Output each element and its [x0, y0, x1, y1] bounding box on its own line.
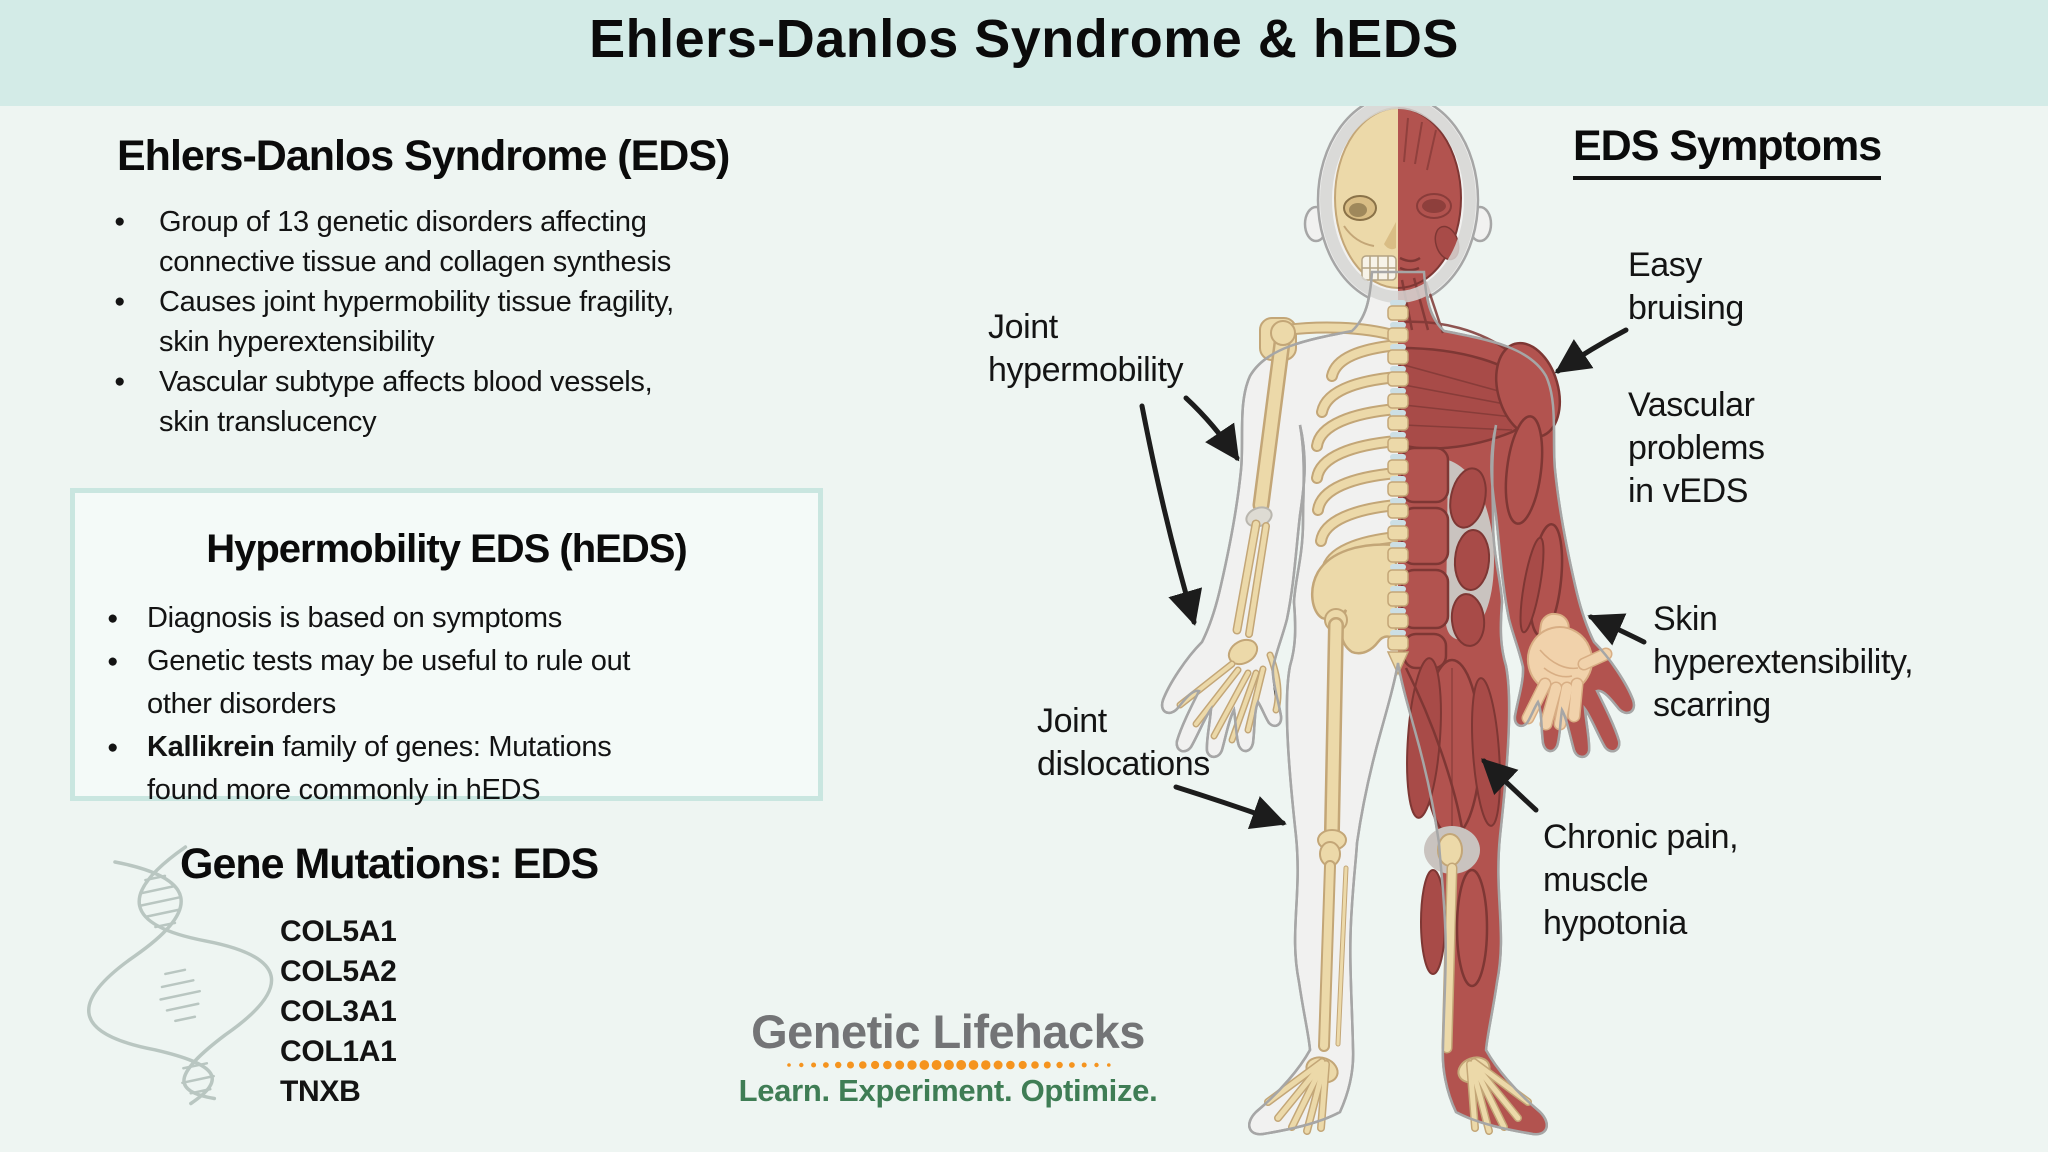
- annotation-arrows: [1139, 327, 1647, 830]
- logo: Genetic Lifehacks Learn. Experiment. Opt…: [728, 1004, 1168, 1109]
- bullet-dot-icon: ●: [107, 608, 119, 629]
- page-title: Ehlers-Danlos Syndrome & hEDS: [589, 9, 1459, 69]
- arrow-icon: [1587, 613, 1647, 646]
- bullet-item: ● Kallikrein family of genes: Mutations …: [105, 726, 630, 812]
- bullet-item: ● Causes joint hypermobility tissue frag…: [112, 282, 674, 362]
- heds-heading: Hypermobility EDS (hEDS): [206, 527, 688, 571]
- arrow-icon: [1183, 395, 1240, 462]
- heds-box: Hypermobility EDS (hEDS) ● Diagnosis is …: [70, 488, 823, 806]
- bullet-dot-icon: ●: [114, 211, 126, 232]
- spine: [1386, 300, 1410, 676]
- bullet-item: ● Diagnosis is based on symptoms: [105, 597, 630, 640]
- arrow-icon: [1554, 327, 1629, 374]
- arrow-icon: [1139, 403, 1203, 626]
- symptoms-heading: EDS Symptoms: [1573, 122, 1882, 180]
- bullet-item: ● Group of 13 genetic disorders affectin…: [112, 202, 674, 282]
- arrow-icon: [1173, 784, 1287, 830]
- eds-bullet-list: ● Group of 13 genetic disorders affectin…: [112, 202, 674, 442]
- dna-helix-icon: [87, 845, 274, 1106]
- logo-dotted-divider: [787, 1060, 1111, 1070]
- gene-item: TNXB: [280, 1075, 361, 1108]
- gene-item: COL3A1: [280, 995, 397, 1028]
- bullet-item: ● Genetic tests may be useful to rule ou…: [105, 640, 630, 726]
- logo-tagline: Learn. Experiment. Optimize.: [738, 1073, 1158, 1108]
- logo-name: Genetic Lifehacks: [751, 1005, 1145, 1058]
- arrow-icon: [1481, 758, 1539, 813]
- gene-list: COL5A1 COL5A2 COL3A1 COL1A1 TNXB: [280, 912, 397, 1112]
- gene-item: COL5A1: [280, 915, 397, 948]
- heds-bullet-list: ● Diagnosis is based on symptoms ● Genet…: [105, 597, 630, 812]
- bullet-dot-icon: ●: [107, 651, 119, 672]
- gene-item: COL1A1: [280, 1035, 397, 1068]
- eds-heading: Ehlers-Danlos Syndrome (EDS): [117, 132, 730, 180]
- gene-item: COL5A2: [280, 955, 397, 988]
- bullet-item: ● Vascular subtype affects blood vessels…: [112, 362, 674, 442]
- half-skeleton-half-muscle-figure: [1160, 93, 1636, 1136]
- title-banner: Ehlers-Danlos Syndrome & hEDS: [0, 0, 2048, 106]
- gene-heading: Gene Mutations: EDS: [180, 840, 599, 888]
- muscle-half: [1398, 107, 1634, 1135]
- bullet-dot-icon: ●: [114, 371, 126, 392]
- bullet-dot-icon: ●: [107, 737, 119, 758]
- bullet-dot-icon: ●: [114, 291, 126, 312]
- skeleton-half: [1176, 107, 1398, 1135]
